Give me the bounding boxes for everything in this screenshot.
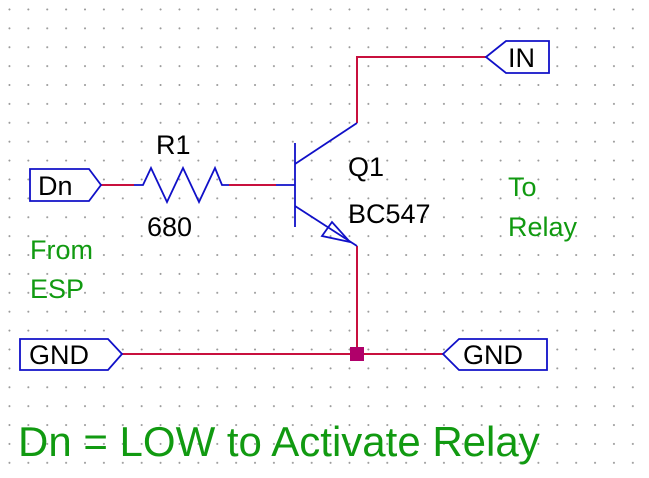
- port-gnd-left: [19, 338, 124, 371]
- transistor-ref-label: Q1: [348, 152, 384, 182]
- wires: [101, 56, 486, 355]
- junction-dot: [350, 347, 364, 361]
- resistor-r1-symbol: [134, 165, 229, 205]
- port-dn: [29, 168, 103, 202]
- resistor-ref-label: R1: [156, 130, 191, 160]
- resistor-value-label: 680: [147, 212, 192, 242]
- note-to-line1: To: [508, 172, 537, 202]
- note-from-line1: From: [30, 235, 93, 265]
- transistor-part-label: BC547: [348, 199, 431, 229]
- port-gnd-right: [441, 338, 548, 371]
- port-gnd-right-label: GND: [463, 340, 523, 370]
- port-in: [484, 40, 550, 74]
- port-dn-label: Dn: [38, 171, 73, 201]
- note-from-line2: ESP: [30, 274, 84, 304]
- transistor-q1-symbol: [276, 122, 358, 247]
- port-in-label: IN: [508, 43, 535, 73]
- caption: Dn = LOW to Activate Relay: [18, 418, 540, 465]
- note-to-line2: Relay: [508, 212, 578, 242]
- port-gnd-left-label: GND: [29, 340, 89, 370]
- wire-in-to-collector: [356, 56, 486, 123]
